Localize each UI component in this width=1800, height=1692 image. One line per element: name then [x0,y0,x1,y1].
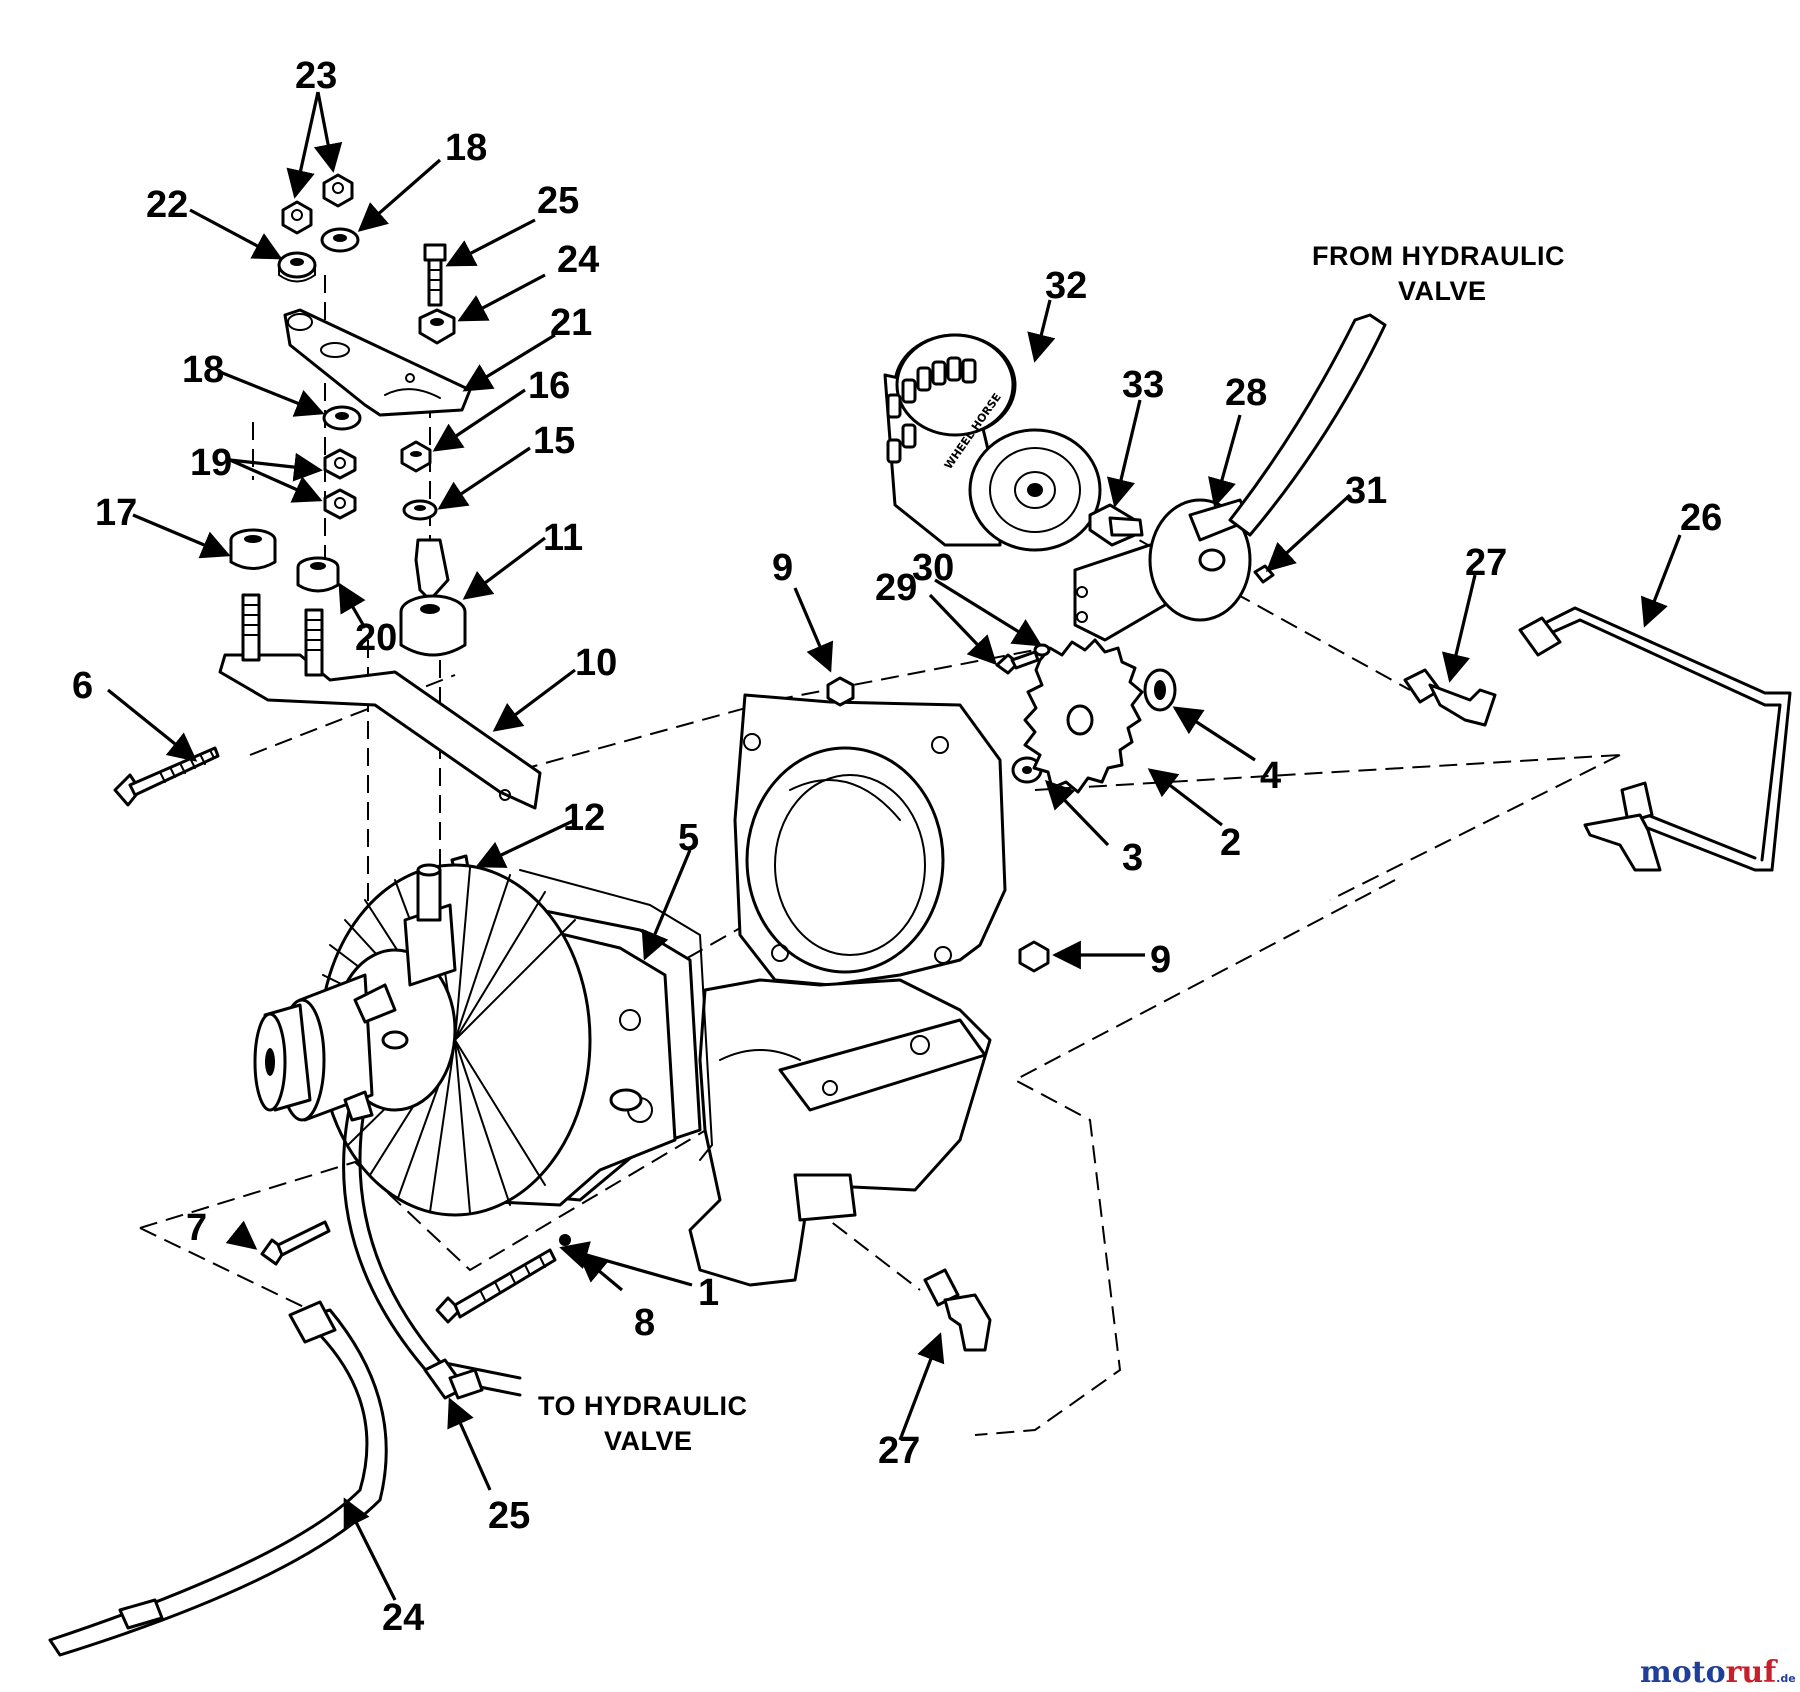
label-33: 33 [1122,364,1164,406]
gear-assembly [1011,638,1177,794]
svg-text:motoruf.de: motoruf.de [1640,1655,1796,1690]
pump-housing [253,693,1007,1287]
watermark-suffix: .de [1776,1672,1796,1685]
nut-9-top [826,676,855,707]
label-28: 28 [1225,372,1267,414]
bolt-6 [113,746,220,807]
leader-lines [106,91,1682,1601]
callout-to-line1: TO HYDRAULIC [538,1391,748,1421]
label-30: 30 [912,547,954,589]
fitting-33 [1088,503,1144,547]
callout-to-line2: VALVE [604,1426,693,1456]
label-7: 7 [186,1207,207,1249]
label-3: 3 [1122,837,1143,879]
label-9-mid: 9 [1150,939,1171,981]
label-9-top: 9 [772,547,793,589]
label-8: 8 [634,1302,655,1344]
filter-32: WHEEL HORSE [883,333,1102,552]
label-2: 2 [1220,822,1241,864]
label-24: 24 [382,1597,424,1639]
watermark-ruf: ruf [1726,1655,1779,1690]
label-31: 31 [1345,470,1387,512]
label-16: 20 [355,617,397,659]
label-17: 19 [190,442,232,484]
label-12: 12 [563,797,605,839]
callout-from-line1: FROM HYDRAULIC [1312,241,1565,271]
label-23: 25 [537,180,579,222]
label-20: 22 [146,184,188,226]
tube-26 [1518,606,1792,872]
callout-from-valve: FROM HYDRAULIC VALVE [1312,241,1565,306]
label-19: 21 [550,302,592,344]
label-1: 1 [698,1272,719,1314]
gasket-5 [519,869,713,1161]
label-25: 25 [488,1495,530,1537]
label-18-top: 18 [445,127,487,169]
hardware-stack-right [399,243,467,657]
label-27-upper: 27 [1465,542,1507,584]
label-14: 16 [528,365,570,407]
label-4: 4 [1260,755,1281,797]
watermark: motoruf.de [1640,1655,1796,1690]
label-18-mid: 18 [182,349,224,391]
hardware-stack-left [229,173,362,593]
nut-9-mid [1018,940,1050,973]
watermark-moto: moto [1640,1655,1726,1690]
valve-body-28 [1073,498,1252,642]
label-32: 32 [1045,265,1087,307]
label-29: 29 [875,567,917,609]
part-number-labels: 23 18 22 25 24 21 18 16 19 15 17 11 20 6… [72,55,1722,1639]
label-21: 23 [295,55,337,97]
label-5: 5 [678,817,699,859]
callout-to-valve: TO HYDRAULIC VALVE [538,1391,748,1456]
label-26: 26 [1680,497,1722,539]
pipe-from-valve [1228,313,1387,537]
bolts-7-8 [260,1220,557,1324]
label-11: 11 [543,517,583,559]
label-10: 10 [575,642,617,684]
elbow-27-upper [1403,668,1497,727]
label-6: 6 [72,665,93,707]
label-13: 15 [533,420,575,462]
elbow-27-lower [923,1268,992,1352]
mount-bracket [218,593,542,810]
pipe-24 [48,1300,388,1657]
label-15: 17 [95,492,137,534]
control-plate [283,308,472,417]
hose-25 [342,1090,522,1400]
label-22: 24 [557,239,599,281]
callout-from-line2: VALVE [1398,276,1487,306]
label-27-lower: 27 [878,1430,920,1472]
